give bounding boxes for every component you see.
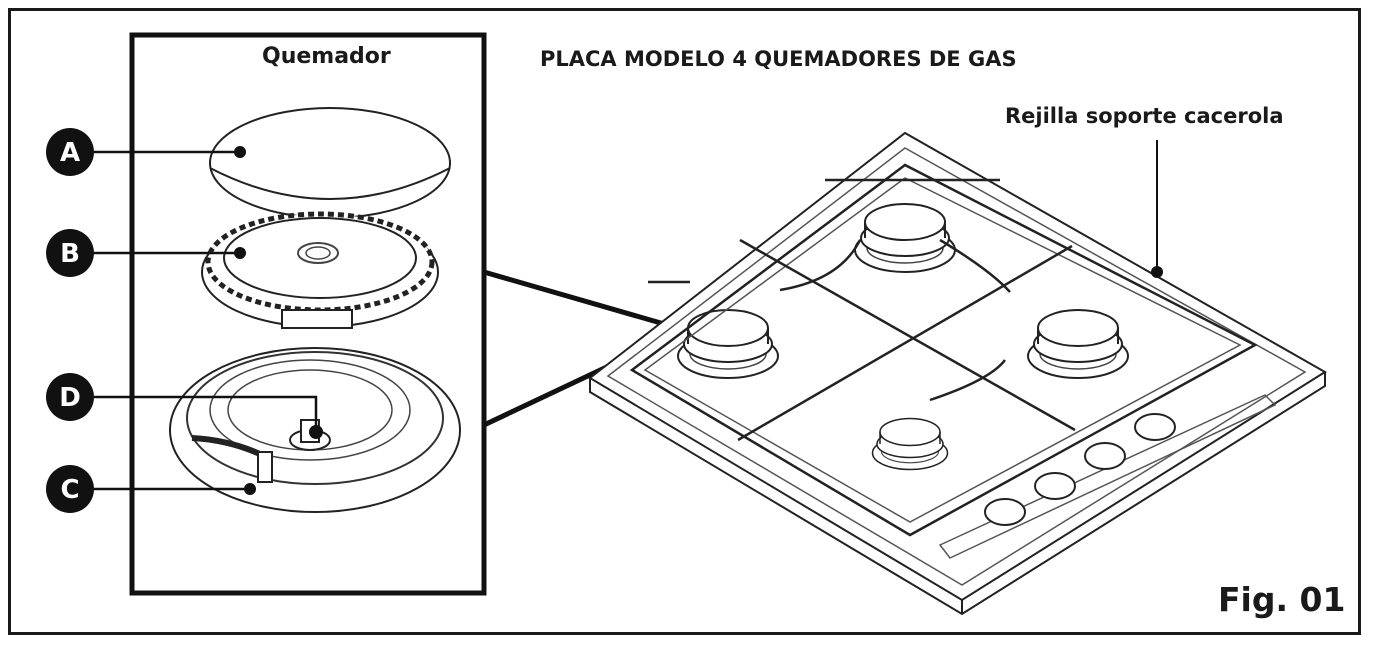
control-knobs xyxy=(984,413,1176,526)
part-letter-c: C xyxy=(60,475,79,505)
part-letter-d: D xyxy=(59,383,81,413)
burner-detail-box xyxy=(129,32,487,596)
burner-box-title: Quemador xyxy=(262,44,391,69)
grate-callout xyxy=(1151,140,1163,278)
figure-label: Fig. 01 xyxy=(1218,580,1346,619)
hob-burner-left xyxy=(677,309,779,379)
connector-line-top xyxy=(481,268,686,333)
hob-burner-rear xyxy=(854,203,956,273)
burner-crown xyxy=(201,211,439,329)
part-marker-c xyxy=(46,465,256,513)
part-marker-b xyxy=(46,229,246,277)
part-marker-d xyxy=(46,373,323,439)
page-title: PLACA MODELO 4 QUEMADORES DE GAS xyxy=(540,47,1017,71)
pan-support-grate xyxy=(629,163,1258,537)
part-letter-b: B xyxy=(60,239,80,269)
hob-illustration xyxy=(588,131,1327,616)
part-letter-a: A xyxy=(60,138,80,168)
part-marker-a xyxy=(46,128,246,176)
hob-burner-front xyxy=(871,417,949,471)
figure-frame xyxy=(8,8,1361,635)
hob-burner-right xyxy=(1027,309,1129,379)
grate-callout-label: Rejilla soporte cacerola xyxy=(1005,104,1284,128)
burner-cap xyxy=(209,107,451,219)
